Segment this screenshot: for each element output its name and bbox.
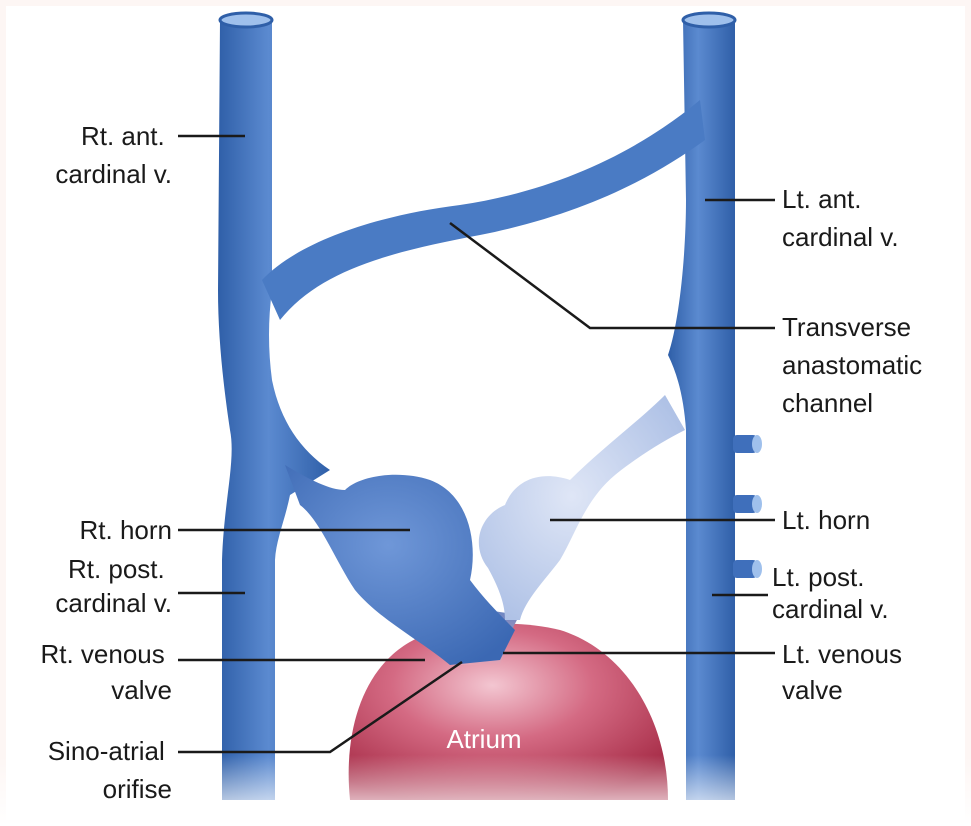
- label-atrium: Atrium: [446, 724, 521, 754]
- label-rt-horn: Rt. horn: [80, 515, 173, 545]
- label-transverse-anastomatic: Transverse anastomatic channel: [782, 312, 929, 418]
- label-rt-post-cardinal: Rt. post. cardinal v.: [55, 554, 172, 618]
- segmental-branches: [733, 435, 762, 578]
- label-rt-venous-valve: Rt. venous valve: [40, 639, 172, 705]
- left-vein-top-opening: [683, 13, 735, 27]
- label-lt-post-cardinal: Lt. post. cardinal v.: [772, 562, 889, 624]
- left-horn-shape: [479, 395, 685, 620]
- right-vein-top-opening: [220, 13, 272, 27]
- right-horn-shape: [285, 465, 515, 665]
- label-lt-ant-cardinal: Lt. ant. cardinal v.: [782, 184, 899, 252]
- transverse-anastomotic-channel: [262, 100, 705, 320]
- label-rt-ant-cardinal: Rt. ant. cardinal v.: [55, 121, 172, 189]
- label-lt-venous-valve: Lt. venous valve: [782, 639, 909, 705]
- label-lt-horn: Lt. horn: [782, 505, 870, 535]
